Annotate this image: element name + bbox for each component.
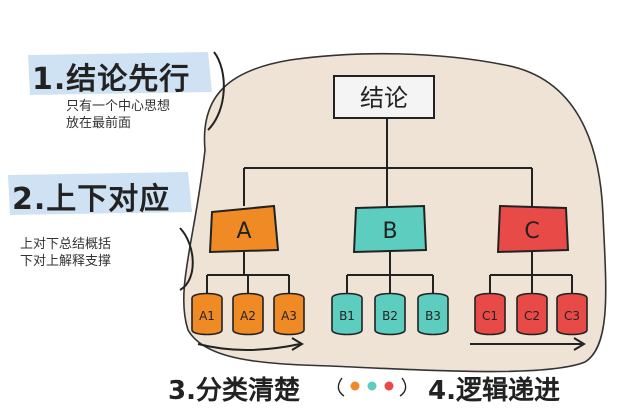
progression-arrow <box>470 337 586 351</box>
orange-dot <box>350 381 360 391</box>
heading-clear-classification: 3.分类清楚 <box>168 376 300 406</box>
root-node: 结论 <box>333 75 435 119</box>
note-line: 放在最前面 <box>66 116 132 131</box>
heading-top-down-correspondence: 2.上下对应 <box>12 182 171 217</box>
leaf-node: B2 <box>374 292 406 336</box>
group-node-a: A <box>208 204 280 254</box>
connectors <box>206 118 573 294</box>
group-node-c: C <box>496 204 570 254</box>
group-label-b: B <box>382 219 397 244</box>
group-label-c: C <box>524 219 539 244</box>
bracket-2 <box>179 227 194 291</box>
leaf-label: C3 <box>564 309 580 323</box>
bracket-1 <box>207 51 225 131</box>
leaf-node: C2 <box>516 292 548 336</box>
note-top-down-correspondence: 上对下总结概括 下对上解释支撑 <box>20 236 111 270</box>
leaf-label: B1 <box>339 309 355 323</box>
note-line: 下对上解释支撑 <box>20 254 112 269</box>
leaf-label: C2 <box>524 309 540 323</box>
group-label-a: A <box>236 219 251 244</box>
leaf-node: C3 <box>556 292 588 336</box>
leaf-node: B1 <box>331 292 363 336</box>
note-line: 上对下总结概括 <box>20 237 112 252</box>
leaf-node: C1 <box>474 292 506 336</box>
teal-dot <box>367 381 377 391</box>
root-label: 结论 <box>360 84 408 112</box>
leaf-label: A3 <box>281 309 297 323</box>
leaf-label: A1 <box>199 309 215 323</box>
leaf-node: B3 <box>417 292 449 336</box>
leaf-label: B2 <box>382 309 398 323</box>
note-conclusion-first: 只有一个中心思想 放在最前面 <box>66 98 170 132</box>
leaf-label: A2 <box>240 309 256 323</box>
category-dots <box>337 377 407 397</box>
leaf-label: B3 <box>425 309 441 323</box>
red-dot <box>384 381 394 391</box>
heading-logical-progression: 4.逻辑递进 <box>428 376 560 406</box>
heading-conclusion-first: 1.结论先行 <box>32 62 191 97</box>
heading-1-highlight <box>28 52 212 95</box>
leaf-node: A3 <box>273 292 305 336</box>
group-node-b: B <box>352 204 428 254</box>
leaf-node: A2 <box>232 292 264 336</box>
note-line: 只有一个中心思想 <box>66 99 171 114</box>
heading-2-highlight <box>8 172 192 215</box>
leaf-label: C1 <box>482 309 498 323</box>
leaf-node: A1 <box>191 292 223 336</box>
bracket-arrow-a <box>197 337 304 351</box>
